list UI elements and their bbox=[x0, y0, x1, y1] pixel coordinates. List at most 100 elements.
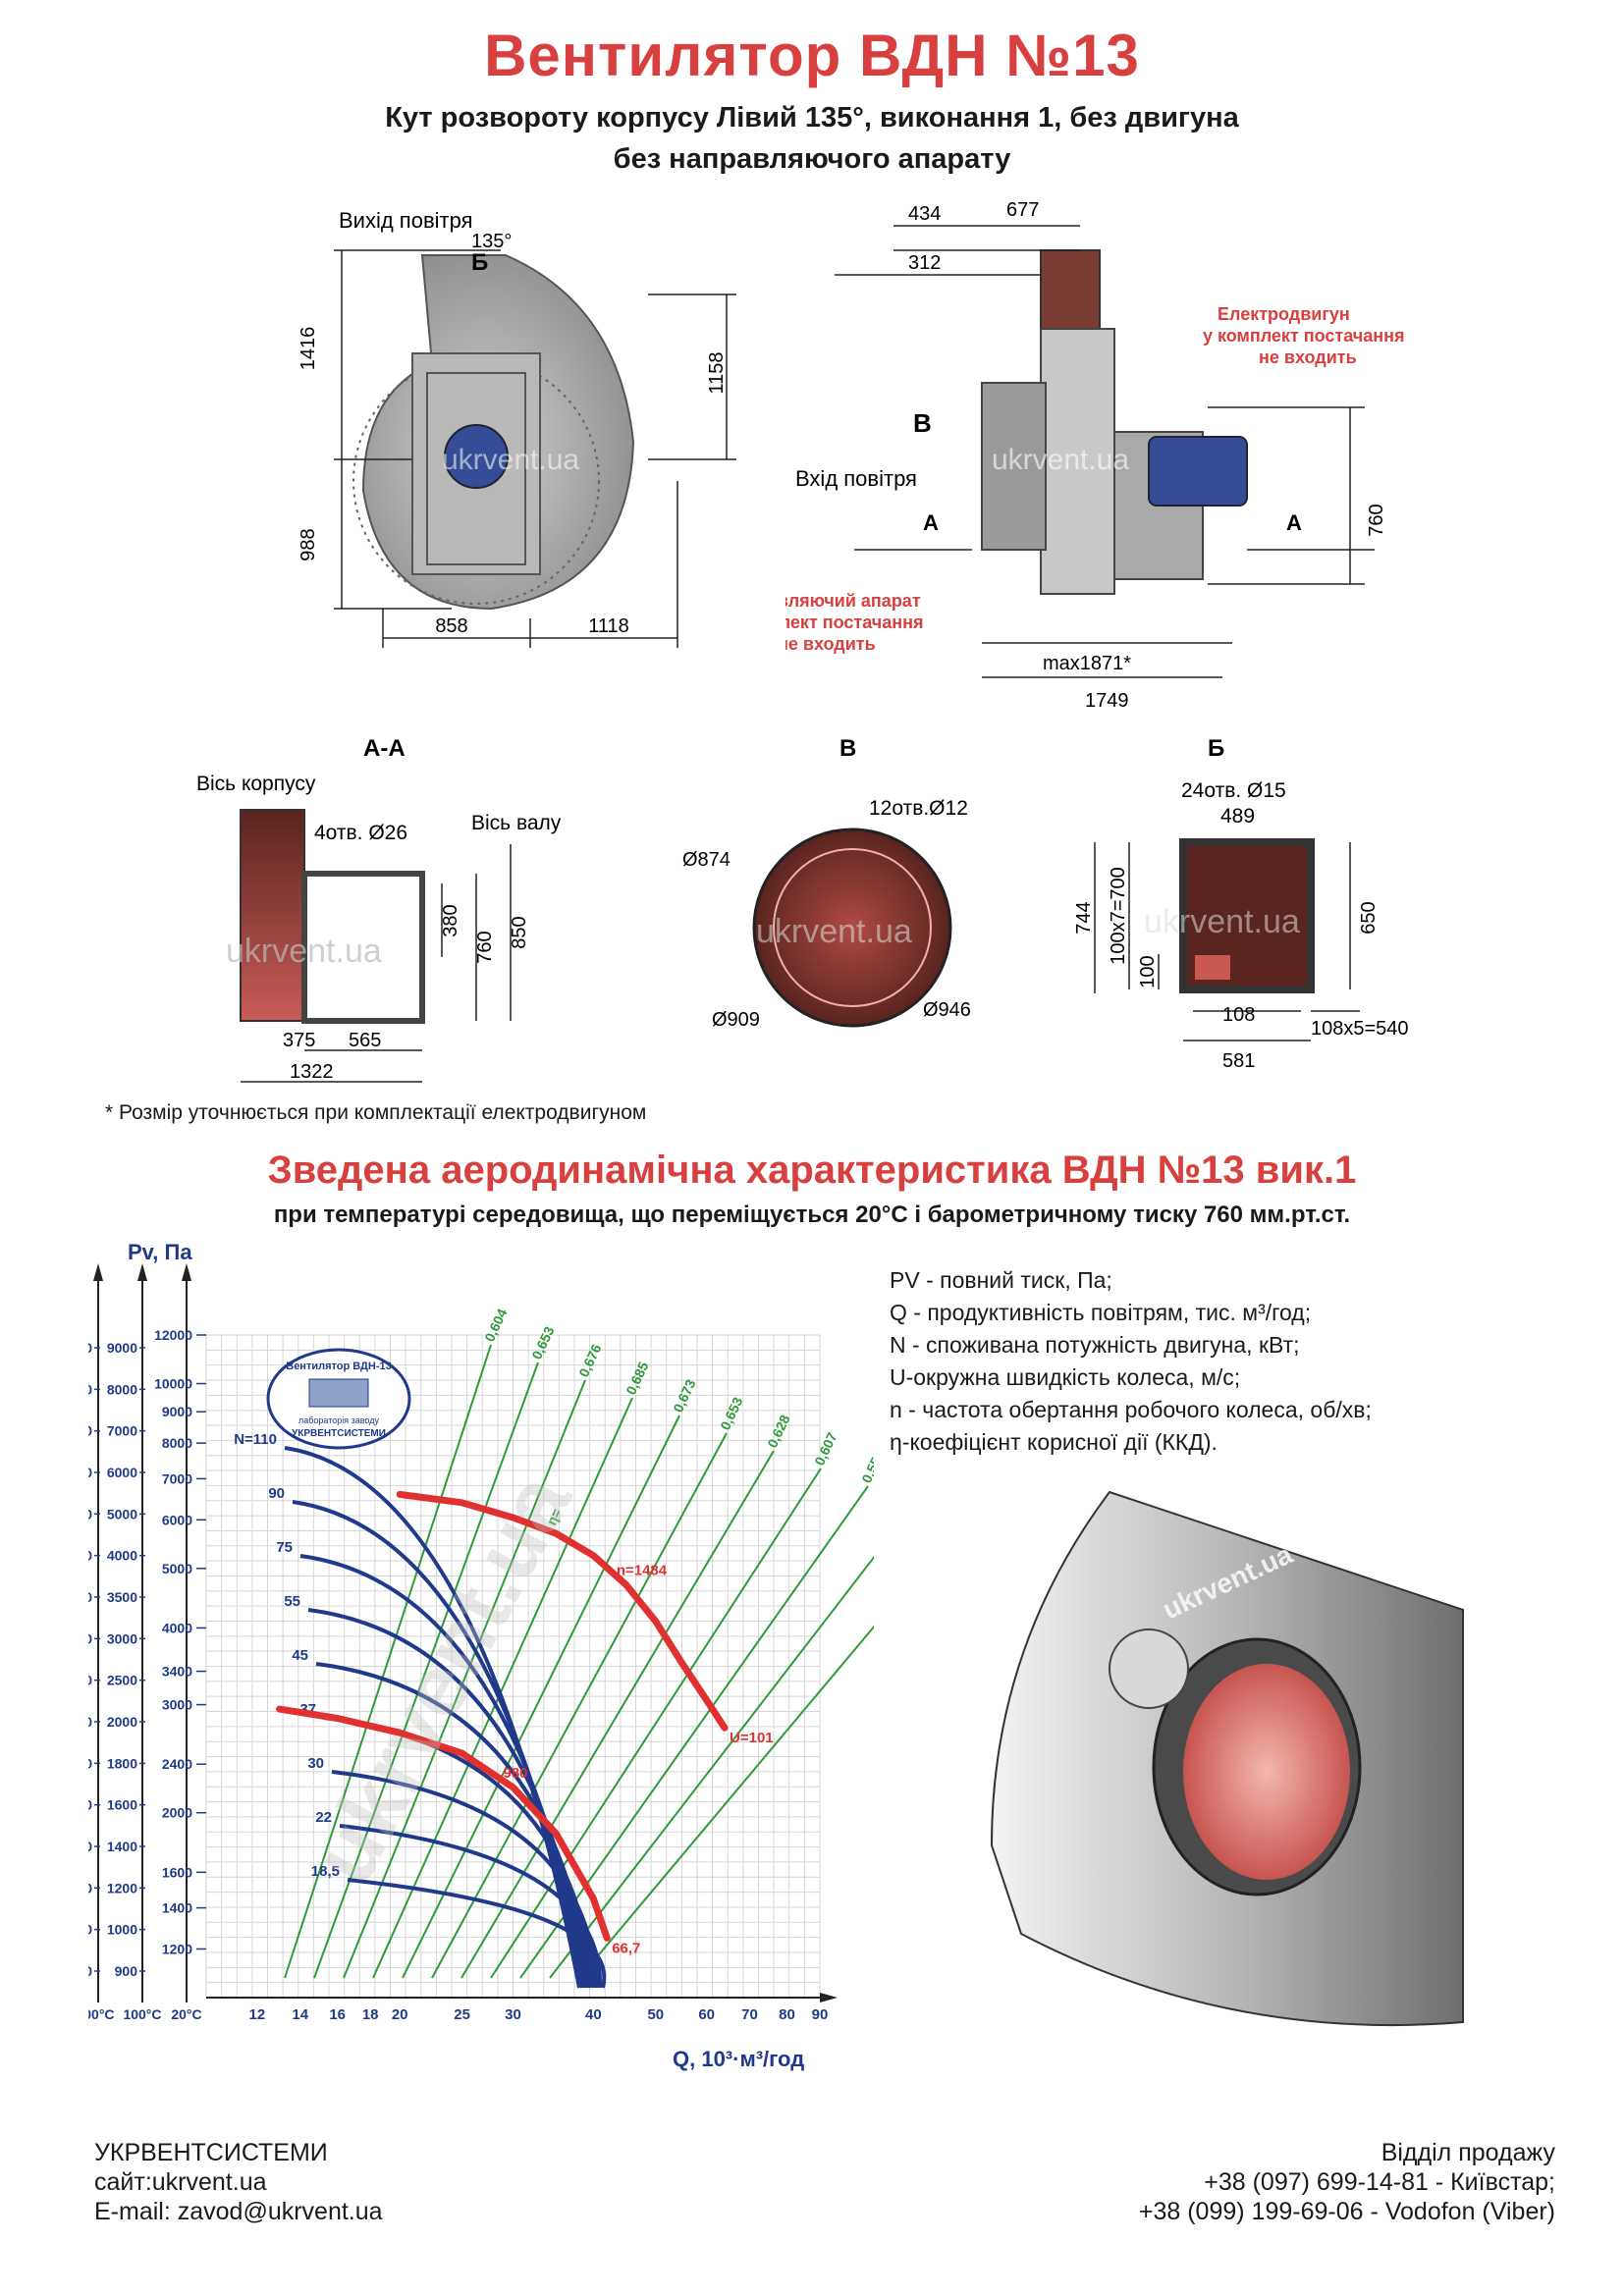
x-tick-label: 70 bbox=[741, 2006, 758, 2023]
x-tick-label: 60 bbox=[698, 2006, 715, 2023]
stamp-line-2: лабораторія заводу bbox=[298, 1415, 380, 1425]
y-axis-arrow bbox=[93, 1263, 103, 1281]
dim-1322: 1322 bbox=[290, 1061, 334, 1083]
y-axis-title: Pv, Па bbox=[128, 1242, 192, 1264]
dim-650: 650 bbox=[1358, 901, 1380, 934]
motor-note-3: не входить bbox=[1259, 347, 1357, 367]
sales-title: Відділ продажу bbox=[1380, 2139, 1555, 2166]
speed-curve-label: n=1484 bbox=[617, 1563, 668, 1579]
x-tick-label: 40 bbox=[585, 2006, 602, 2023]
speed-end-label: 66,7 bbox=[612, 1940, 640, 1956]
legend-item: N - споживана потужність двигуна, кВт; bbox=[890, 1332, 1300, 1358]
x-axis-title: Q, 10³·м³/год bbox=[673, 2047, 804, 2071]
power-label: 18,5 bbox=[311, 1863, 340, 1880]
aero-chart: 7000600050004000350030002500200018001600… bbox=[88, 1242, 874, 2071]
watermark: ukrvent.ua bbox=[1144, 903, 1300, 940]
section-a-left: А bbox=[923, 510, 939, 535]
efficiency-line bbox=[343, 1379, 586, 1979]
y-tick-label-100c: 1000 bbox=[107, 1922, 137, 1938]
y-tick-label-20c: 2000 bbox=[162, 1805, 192, 1821]
y-tick-label-20c: 4000 bbox=[162, 1620, 192, 1635]
power-curve bbox=[292, 1500, 584, 1989]
efficiency-line bbox=[431, 1432, 728, 1979]
efficiency-label: 0,604 bbox=[481, 1307, 510, 1345]
holes-label: 4отв. Ø26 bbox=[314, 822, 407, 844]
y-tick-label-100c: 9000 bbox=[107, 1340, 137, 1356]
dim-760: 760 bbox=[1366, 504, 1387, 536]
dim-312: 312 bbox=[908, 252, 941, 274]
chart-legend: PV - повний тиск, Па; Q - продуктивність… bbox=[890, 1264, 1372, 1459]
guide-note-3: не входить bbox=[785, 634, 876, 654]
y-tick-label-100c: 2000 bbox=[107, 1714, 137, 1730]
dim-677: 677 bbox=[1006, 199, 1039, 221]
dim-1416: 1416 bbox=[298, 327, 319, 371]
y-tick-label-20c: 5000 bbox=[162, 1561, 192, 1576]
y-tick-label-20c: 6000 bbox=[162, 1512, 192, 1527]
legend-item: U-окружна швидкість колеса, м/с; bbox=[890, 1364, 1241, 1390]
y-tick-label-200c: 3500 bbox=[88, 1506, 92, 1522]
dim-744: 744 bbox=[1073, 901, 1095, 934]
y-axis-arrow bbox=[182, 1263, 191, 1281]
legend-item: n - частота обертання робочого колеса, о… bbox=[890, 1397, 1372, 1422]
sales-phone-2[interactable]: +38 (099) 199-69-06 - Vodofon (Viber) bbox=[1138, 2198, 1555, 2225]
y-tick-label-100c: 1200 bbox=[107, 1880, 137, 1896]
y-tick-label-20c: 2400 bbox=[162, 1756, 192, 1772]
y-tick-label-200c: 3000 bbox=[88, 1548, 92, 1564]
watermark: ukrvent.ua bbox=[756, 913, 912, 950]
stamp-line-3: УКРВЕНТСИСТЕМИ bbox=[292, 1428, 386, 1439]
section-b-title: Б bbox=[1208, 735, 1224, 762]
y-tick-label-100c: 6000 bbox=[107, 1465, 137, 1480]
page-subtitle: Кут розвороту корпусу Лівий 135°, викона… bbox=[385, 102, 1239, 133]
sales-phone-1[interactable]: +38 (097) 699-14-81 - Київстар; bbox=[1204, 2168, 1555, 2196]
legend-item: Q - продуктивність повітрям, тис. м³/год… bbox=[890, 1300, 1312, 1325]
x-tick-label: 18 bbox=[362, 2006, 379, 2023]
speed-curve-label: 980 bbox=[504, 1765, 528, 1782]
y-tick-label-200c: 1200 bbox=[88, 1797, 92, 1813]
section-aa-drawing: А-А Вісь корпусу 4отв. Ø26 Вісь валу 380… bbox=[196, 735, 562, 1083]
y-tick-label-200c: 900 bbox=[88, 1880, 92, 1896]
efficiency-label: 0,673 bbox=[670, 1377, 698, 1415]
y-tick-label-200c: 1400 bbox=[88, 1755, 92, 1771]
inlet-bolt-circle bbox=[773, 848, 932, 1007]
legend-item: η-коефіцієнт корисної дії (ККД). bbox=[890, 1429, 1218, 1455]
footer-sales: Відділ продажу +38 (097) 699-14-81 - Киї… bbox=[1139, 2138, 1555, 2226]
guide-note-1: Направляючий апарат bbox=[785, 591, 921, 611]
y-tick-label-200c: 800 bbox=[88, 1922, 92, 1938]
dim-100: 100 bbox=[1137, 955, 1159, 988]
eta-label: η= bbox=[543, 1506, 565, 1527]
power-label: 75 bbox=[276, 1539, 293, 1556]
side-view-drawing: 434 677 312 Електродвигун у комплект пос… bbox=[785, 199, 1405, 712]
y-tick-label-100c: 7000 bbox=[107, 1423, 137, 1439]
x-tick-label: 80 bbox=[779, 2006, 795, 2023]
y-tick-label-100c: 4000 bbox=[107, 1548, 137, 1564]
guide-note-2: у комплект постачання bbox=[785, 613, 924, 632]
y-tick-label-20c: 3000 bbox=[162, 1697, 192, 1713]
x-tick-label: 12 bbox=[249, 2006, 266, 2023]
x-tick-label: 25 bbox=[454, 2006, 470, 2023]
y-tick-label-20c: 3400 bbox=[162, 1664, 192, 1680]
footer-contacts: УКРВЕНТСИСТЕМИ сайт:ukrvent.ua E-mail: z… bbox=[94, 2138, 383, 2226]
chart-section-title: Зведена аеродинамічна характеристика ВДН… bbox=[267, 1148, 1357, 1192]
company-email[interactable]: E-mail: zavod@ukrvent.ua bbox=[94, 2198, 383, 2225]
speed-curve bbox=[396, 1490, 729, 1732]
y-tick-label-200c: 5000 bbox=[88, 1423, 92, 1439]
tongue-patch bbox=[1195, 955, 1230, 980]
dim-max: max1871* bbox=[1043, 653, 1131, 674]
y-tick-label-20c: 8000 bbox=[162, 1435, 192, 1451]
y-tick-label-100c: 1800 bbox=[107, 1755, 137, 1771]
power-label: 22 bbox=[315, 1809, 332, 1826]
impeller-3d bbox=[1183, 1664, 1350, 1880]
angle-label: 135° bbox=[471, 231, 512, 252]
company-site[interactable]: сайт:ukrvent.ua bbox=[94, 2168, 267, 2196]
inlet-flange bbox=[752, 828, 952, 1028]
dim-108x5: 108x5=540 bbox=[1311, 1018, 1409, 1040]
housing-section bbox=[240, 809, 305, 1022]
power-label: N=110 bbox=[234, 1431, 277, 1448]
x-tick-label: 14 bbox=[292, 2006, 308, 2023]
d946-label: Ø946 bbox=[923, 999, 971, 1021]
y-tick-label-200c: 1600 bbox=[88, 1714, 92, 1730]
y-tick-label-100c: 8000 bbox=[107, 1381, 137, 1397]
y-tick-label-20c: 1200 bbox=[162, 1941, 192, 1956]
legend-item: PV - повний тиск, Па; bbox=[890, 1267, 1112, 1293]
air-out-label: Вихід повітря bbox=[339, 208, 473, 233]
